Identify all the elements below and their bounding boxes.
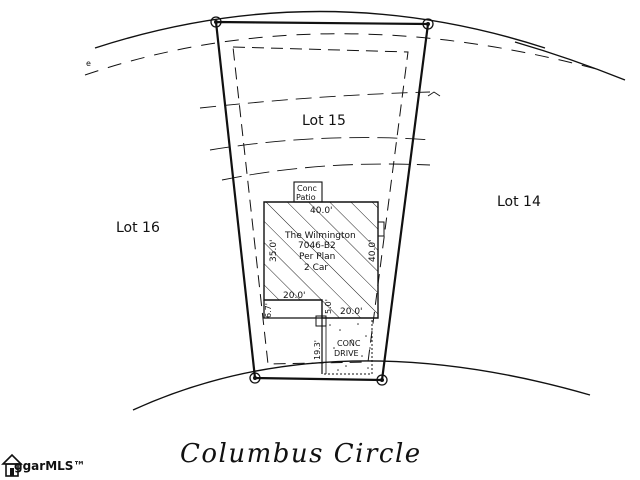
corner-pin (210, 16, 222, 28)
lot-15-label: Lot 15 (302, 113, 346, 129)
driveway (321, 317, 373, 375)
row-arc-top-dashed (84, 33, 601, 76)
house-dim-offset: 5.0' (324, 299, 333, 314)
lot-14-label: Lot 14 (497, 194, 541, 210)
drive-label-line1: CONC (337, 339, 361, 348)
house-dim-step: 6.7' (264, 303, 273, 318)
row-arc-top-right (514, 41, 626, 81)
chimney-box (377, 221, 385, 237)
house-dim-right: 40.0' (368, 239, 378, 262)
house-name-line3: Per Plan (299, 252, 335, 262)
patio-label-line1: Conc (297, 184, 317, 193)
lot-16-label: Lot 16 (116, 220, 160, 236)
street-arc-bottom (132, 360, 591, 411)
mls-watermark: ggarMLS™ (1, 453, 85, 477)
garage-step-outline (263, 300, 322, 319)
street-name: Columbus Circle (180, 439, 422, 469)
edge-label: e (86, 59, 91, 68)
house-dim-bottom-left: 20.0' (283, 291, 306, 301)
house-name-line1: The Wilmington (284, 231, 356, 241)
house-name-line2: 7046-B2 (298, 241, 336, 251)
contour-line-3 (221, 163, 431, 181)
corner-pins (210, 16, 434, 386)
corner-pin (422, 18, 434, 30)
contour-stub (427, 91, 441, 97)
drive-label-line2: DRIVE (334, 349, 359, 358)
house-dim-left: 35.0' (269, 239, 279, 262)
contour-line-1 (199, 91, 431, 109)
setback-line (232, 46, 409, 365)
house-name-line4: 2 Car (304, 263, 328, 273)
corner-pin (376, 374, 388, 386)
house-logo-icon (1, 453, 23, 477)
patio-label-line2: Patio (296, 193, 316, 202)
house-dim-bottom-right: 20.0' (340, 307, 363, 317)
row-arc-top (94, 10, 546, 49)
corner-pin (249, 372, 261, 384)
drive-dim-length: 19.3' (313, 340, 322, 360)
house-dim-top: 40.0' (310, 206, 333, 216)
watermark-text: ggarMLS™ (14, 459, 85, 473)
step-pad (315, 315, 327, 327)
